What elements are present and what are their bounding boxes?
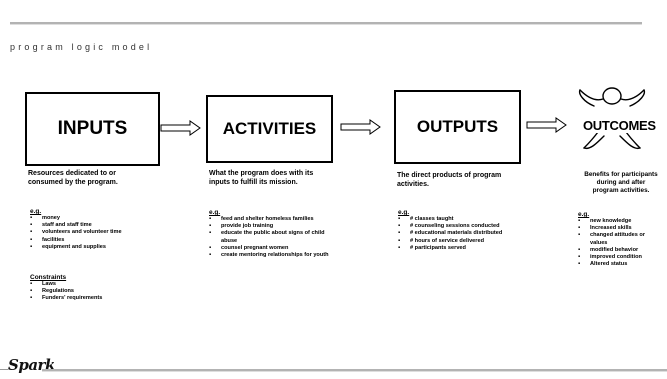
outputs-examples-list: # classes taught # counseling sessions c… (398, 216, 548, 252)
activities-examples-list: feed and shelter homeless families provi… (209, 216, 369, 259)
list-item: educate the public about signs of child … (209, 230, 341, 244)
list-item: # hours of service delivered (398, 238, 548, 245)
list-item: # educational materials distributed (398, 230, 548, 237)
outcomes-examples-list: new knowledge Increased skills changed a… (578, 218, 664, 269)
list-item: provide job training (209, 223, 369, 230)
outcomes-description: Benefits for participants during and aft… (584, 171, 658, 194)
constraints-label: Constraints (30, 274, 67, 281)
spark-logo: Spark (8, 356, 55, 374)
constraints-list: Laws Regulations Funders' requirements (30, 281, 160, 303)
inputs-description: Resources dedicated to or consumed by th… (28, 170, 118, 186)
outputs-eg-label: e.g. (398, 209, 410, 216)
list-item: equipment and supplies (30, 244, 160, 251)
arrow-right-icon (526, 117, 567, 133)
list-item: # counseling sessions conducted (398, 223, 548, 230)
outcomes-eg-label: e.g. (578, 211, 590, 218)
list-item: new knowledge (578, 218, 664, 225)
list-item: Regulations (30, 288, 160, 295)
list-item: Laws (30, 281, 160, 288)
activities-title: ACTIVITIES (222, 119, 317, 138)
list-item: feed and shelter homeless families (209, 216, 369, 223)
list-item: modified behavior (578, 247, 664, 254)
outputs-box: OUTPUTS (394, 90, 521, 164)
list-item: facilities (30, 237, 160, 244)
list-item: staff and staff time (30, 222, 160, 229)
list-item: money (30, 215, 160, 222)
inputs-box: INPUTS (25, 92, 160, 166)
arrow-right-icon (340, 119, 381, 135)
list-item: counsel pregnant women (209, 245, 369, 252)
list-item: volunteers and volunteer time (30, 229, 160, 236)
outcomes-title: OUTCOMES (582, 118, 657, 133)
arrow-right-icon (160, 120, 201, 136)
activities-eg-label: e.g. (209, 209, 221, 216)
bottom-divider-left (0, 369, 8, 370)
list-item: improved condition (578, 254, 664, 261)
list-item: Altered status (578, 261, 664, 268)
person-figure-icon (578, 87, 646, 150)
activities-description: What the program does with its inputs to… (209, 170, 314, 186)
bottom-divider (42, 369, 667, 371)
inputs-examples-list: money staff and staff time volunteers an… (30, 215, 160, 251)
inputs-eg-label: e.g. (30, 208, 42, 215)
list-item: create mentoring relationships for youth (209, 252, 363, 259)
list-item: changed attitudes or values (578, 232, 658, 246)
list-item: Funders' requirements (30, 295, 160, 302)
activities-box: ACTIVITIES (206, 95, 333, 163)
page-subtitle: program logic model (10, 42, 153, 52)
list-item: # participants served (398, 245, 548, 252)
outputs-description: The direct products of program activitie… (397, 172, 502, 188)
outputs-title: OUTPUTS (416, 117, 499, 136)
list-item: Increased skills (578, 225, 664, 232)
list-item: # classes taught (398, 216, 548, 223)
top-divider (10, 22, 642, 24)
inputs-title: INPUTS (57, 118, 128, 139)
